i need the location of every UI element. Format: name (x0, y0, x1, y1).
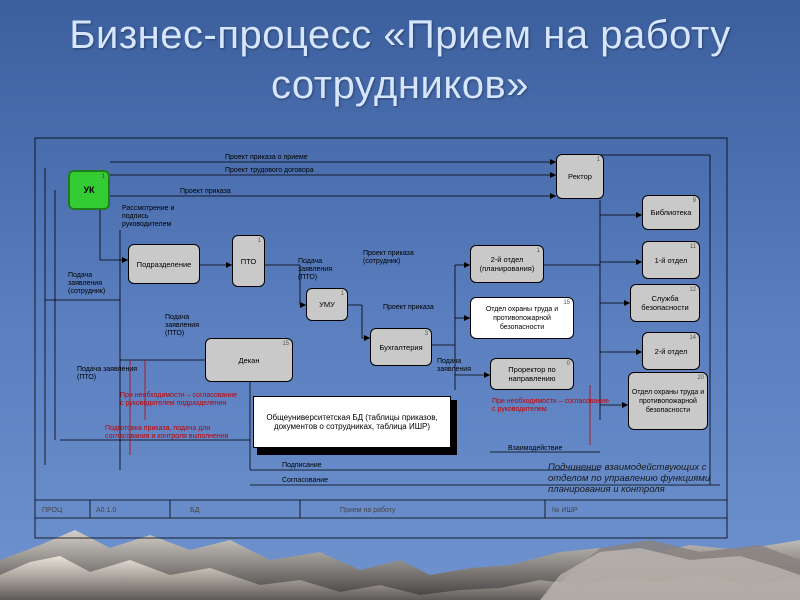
label-podpis-b: Подписание (282, 462, 322, 469)
footer-cell-3: БД (190, 507, 200, 514)
box-database: Общеуниверситетская БД (таблицы приказов… (253, 396, 451, 448)
box-otdel-planir: 2-й отдел (планирования) 1 (470, 245, 544, 283)
footer-cell-1: ПРОЦ (42, 507, 63, 514)
box-otdel-planir-label: 2-й отдел (планирования) (479, 255, 535, 273)
page-title: Бизнес-процесс «Прием на работу сотрудни… (69, 13, 731, 107)
label-podacha-pto: Подача заявления (ПТО) (298, 258, 332, 281)
box-buhgalteria-label: Бухгалтерия (379, 342, 423, 352)
box-uk-label: УК (83, 184, 95, 195)
box-otdel-ohrany-2-label: Отдел охраны труда и противопожарной без… (631, 388, 705, 414)
box-sluzhba-label: Служба безопасности (641, 294, 689, 312)
box-otdel-1: 1-й отдел 11 (642, 241, 700, 279)
box-buhgalteria: Бухгалтерия 3 (370, 328, 432, 366)
box-biblioteka: Библиотека 9 (642, 195, 700, 230)
box-podrazdelenie: Подразделение (128, 244, 200, 284)
label-soglas: Согласование (282, 477, 328, 484)
box-uk: УК 1 (68, 170, 110, 210)
label-red1: При необходимости – согласование с руков… (120, 392, 237, 407)
box-uk-num: 1 (101, 174, 105, 180)
box-pto-label: ПТО (240, 256, 257, 266)
box-otdel-2: 2-й отдел 14 (642, 332, 700, 370)
footer-cell-5: № ИШР (552, 507, 578, 514)
box-prorektor-label: Проректор по направлению (508, 365, 556, 383)
box-otdel-1-label: 1-й отдел (654, 255, 688, 265)
box-prorektor: Проректор по направлению 0 (490, 358, 574, 390)
box-sluzhba: Служба безопасности 12 (630, 284, 700, 322)
label-top2: Проект трудового договора (225, 167, 314, 174)
label-podpis: Рассмотрение и подпись руководителем (122, 205, 175, 228)
box-otdel-2-label: 2-й отдел (654, 346, 688, 356)
label-red2: Подготовка приказа, подача для согласова… (105, 425, 229, 440)
box-otdel-ohrany: Отдел охраны труда и противопожарной без… (470, 297, 574, 339)
box-umu: УМУ 1 (306, 288, 348, 321)
diagram-note: Подчинение взаимодействующих с отделом п… (548, 462, 711, 495)
box-dekan-num: 15 (282, 341, 289, 347)
label-zayavlenie: Подача заявления (сотрудник) (68, 272, 106, 295)
box-pto: ПТО 1 (232, 235, 265, 287)
box-rector-num: 1 (596, 157, 600, 163)
box-rector-label: Ректор (568, 172, 592, 181)
box-podrazdelenie-label: Подразделение (136, 259, 192, 269)
box-rector: Ректор 1 (556, 154, 604, 199)
box-buhgalteria-num: 3 (424, 331, 428, 337)
box-otdel-2-num: 14 (689, 335, 696, 341)
box-biblioteka-num: 9 (692, 198, 696, 204)
box-biblioteka-label: Библиотека (650, 208, 692, 217)
box-prorektor-num: 0 (566, 361, 570, 367)
label-prikaz-sotr: Проект приказа (сотрудник) (363, 250, 414, 265)
box-database-label: Общеуниверситетская БД (таблицы приказов… (266, 413, 438, 431)
footer-cell-2: A0.1.0 (96, 507, 117, 514)
box-otdel-ohrany-2: Отдел охраны труда и противопожарной без… (628, 372, 708, 430)
box-otdel-ohrany-label: Отдел охраны труда и противопожарной без… (485, 305, 559, 331)
label-podacha-ruk: Подача заявления (437, 358, 471, 373)
label-podacha-umu: Подача заявления (ПТО) (165, 314, 199, 337)
label-dekan: Подача заявления (ПТО) (77, 366, 138, 381)
box-umu-num: 1 (340, 291, 344, 297)
box-otdel-planir-num: 1 (536, 248, 540, 254)
box-otdel-1-num: 11 (689, 244, 696, 250)
label-red3: При необходимости – согласование с руков… (492, 398, 609, 413)
label-proekt-right: Проект приказа (383, 304, 434, 311)
footer-cell-4: Прием на работу (340, 507, 396, 514)
box-otdel-ohrany-2-num: 20 (697, 375, 704, 381)
label-proekt: Проект приказа (180, 188, 231, 195)
box-otdel-ohrany-num: 15 (563, 300, 570, 306)
box-umu-label: УМУ (319, 300, 335, 309)
box-dekan: Декан 15 (205, 338, 293, 382)
box-sluzhba-num: 12 (689, 287, 696, 293)
box-pto-num: 1 (257, 238, 261, 244)
box-dekan-label: Декан (238, 355, 260, 365)
label-vzaimo: Взаимодействие (508, 445, 563, 452)
label-top1: Проект приказа о приеме (225, 154, 308, 161)
